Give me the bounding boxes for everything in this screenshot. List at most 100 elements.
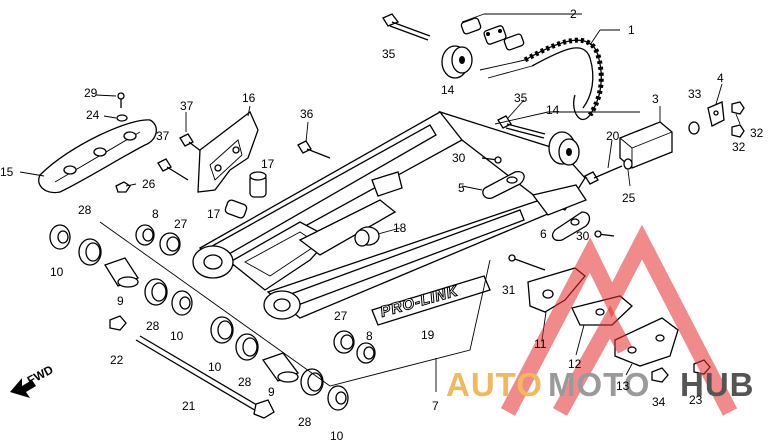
callout-27a: 27 [174,217,188,231]
chain-adjuster [619,121,673,169]
fwd-label: FWD [25,362,56,387]
nut-22 [109,315,127,331]
bushing-27-b [333,330,355,354]
watermark-auto: AUTO [446,366,543,403]
bearing-28-a [78,238,102,266]
callout-29: 29 [84,86,98,100]
bolt-20 [584,165,623,185]
dust-seal-10-c [327,385,349,411]
callout-27b: 27 [334,309,348,323]
seal-8-b [356,342,376,364]
callout-11: 11 [534,337,547,351]
dust-seal-10-b [171,290,193,316]
fwd-arrow: FWD [10,362,56,398]
callout-6: 6 [540,227,547,241]
callout-19: 19 [421,328,435,342]
chain-slider-5 [482,171,525,199]
callout-10c: 10 [208,360,222,374]
collar-17-upper [249,171,267,198]
callout-28d: 28 [298,415,312,429]
watermark-moto: MOTO [548,366,650,403]
callout-36: 36 [300,107,314,121]
callout-8a: 8 [152,207,159,221]
callout-20: 20 [606,129,620,143]
callout-10a: 10 [50,265,64,279]
callout-21: 21 [182,399,196,413]
washer-33 [688,121,700,135]
bolt-35-upper [382,13,431,41]
callout-37b: 37 [156,129,170,143]
chain-roller-upper [441,45,473,79]
chain-roller-lower [548,131,580,166]
drive-chain [460,17,604,121]
callout-4: 4 [717,71,724,85]
callout-15: 15 [0,165,14,179]
callout-12: 12 [568,357,582,371]
bearing-28-c [210,316,234,344]
callout-28b: 28 [146,319,160,333]
dust-seal-10-a [49,224,71,250]
callout-31: 31 [502,283,516,297]
prolink-decal: PRO-LINK [378,282,460,321]
callout-5: 5 [458,181,465,195]
adjuster-plate-4 [707,101,725,127]
watermark-text: AUTO MOTO HUB [446,366,755,403]
nut-34 [651,367,669,383]
chain-guide [38,92,157,194]
callout-30b: 30 [576,229,590,243]
washer-25 [623,158,633,170]
callout-7: 7 [432,399,439,413]
callout-13: 13 [616,379,630,393]
callout-32b: 32 [750,126,764,140]
callout-37a: 37 [180,99,194,113]
guard-13 [614,317,679,367]
callout-10b: 10 [170,329,184,343]
pivot-bolt-21 [135,335,275,419]
callout-33: 33 [688,87,702,101]
seal-8-a [135,224,155,246]
callout-35b: 35 [514,91,528,105]
chain-slider-6 [551,211,591,242]
callout-25: 25 [622,191,636,205]
callout-30a: 30 [452,151,466,165]
watermark-logo [500,224,738,416]
nut-32 [731,101,745,138]
callout-3: 3 [652,92,659,106]
collar-17-lower [224,199,248,219]
bushing-27-a [159,232,181,256]
callout-18: 18 [393,221,407,235]
callout-8b: 8 [366,329,373,343]
callout-14b: 14 [546,103,560,117]
callout-22: 22 [110,353,124,367]
callout-1: 1 [628,23,635,37]
collar-9-a [104,257,139,288]
callout-9a: 9 [117,294,124,308]
callout-26: 26 [142,177,156,191]
callout-14a: 14 [441,83,455,97]
callout-17b: 17 [207,207,221,221]
callout-28c: 28 [238,375,252,389]
watermark-hub: HUB [680,366,755,403]
bearing-28-d [235,333,259,361]
slider-plate [197,110,259,193]
callout-17a: 17 [261,157,275,171]
bearing-28-b [144,278,168,306]
callout-10d: 10 [330,429,344,443]
collar-9-b [261,352,300,383]
callout-9b: 9 [268,385,275,399]
callout-34: 34 [652,395,666,409]
bolt-31 [508,254,546,271]
screw-30 [481,156,615,238]
callout-23: 23 [689,393,703,407]
callout-28a: 28 [78,203,92,217]
bolt-36 [297,140,331,159]
callout-32a: 32 [732,140,746,154]
callout-35a: 35 [382,47,396,61]
callout-labels: 1234567889910101010111213141415161717181… [0,7,764,443]
callout-16: 16 [242,91,256,105]
bolt-37-lower [157,158,189,181]
callout-24: 24 [86,108,100,122]
bolt-18 [354,226,380,247]
